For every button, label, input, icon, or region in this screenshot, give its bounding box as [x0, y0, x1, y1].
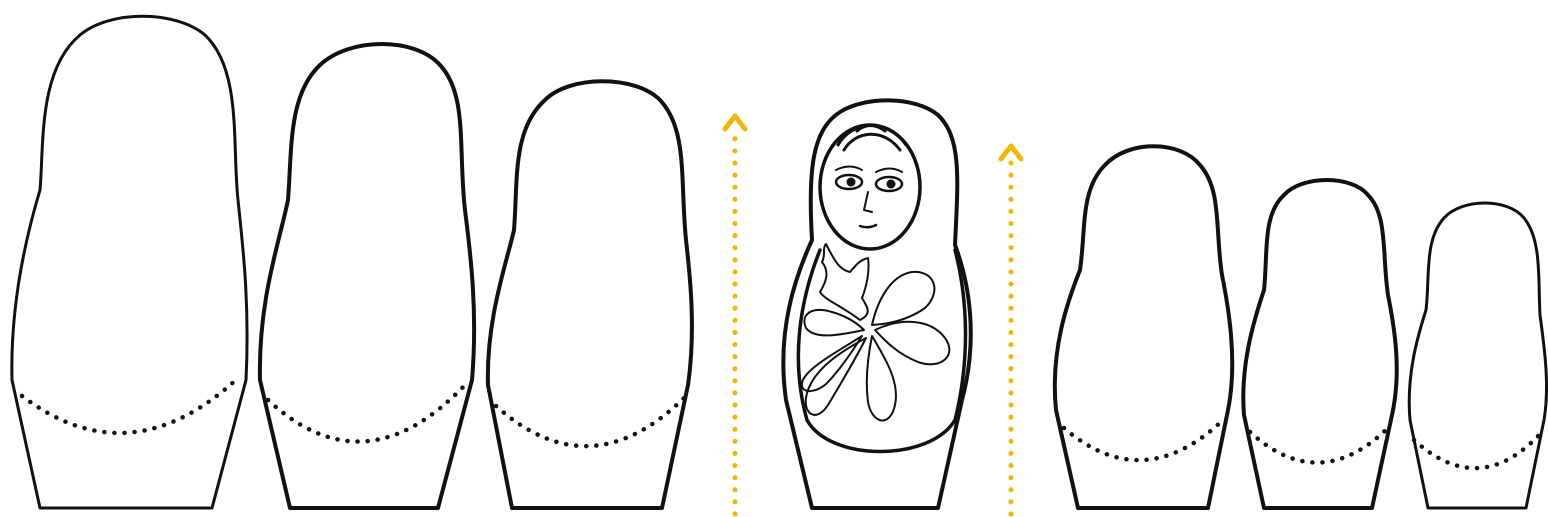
doll-shell-1-outline	[12, 16, 247, 508]
doll-shell-4	[1055, 146, 1232, 508]
decorated-doll	[783, 100, 970, 508]
doll-shell-5	[1243, 180, 1396, 508]
up-arrow-1	[725, 116, 745, 514]
doll-shell-2-outline	[260, 44, 474, 508]
doll-shell-2	[260, 44, 474, 508]
up-arrow-1-head	[725, 116, 745, 129]
right-pupil	[887, 180, 896, 189]
left-pupil	[847, 178, 856, 187]
doll-shell-5-outline	[1243, 180, 1396, 508]
up-arrow-2	[1001, 146, 1021, 514]
doll-shell-6-outline	[1409, 203, 1546, 508]
doll-shell-3-outline	[488, 81, 692, 508]
doll-shell-4-outline	[1055, 146, 1232, 508]
up-arrow-2-head	[1001, 146, 1021, 159]
doll-shell-3	[488, 81, 692, 508]
doll-shell-1	[12, 16, 247, 508]
doll-shell-6	[1409, 203, 1546, 508]
